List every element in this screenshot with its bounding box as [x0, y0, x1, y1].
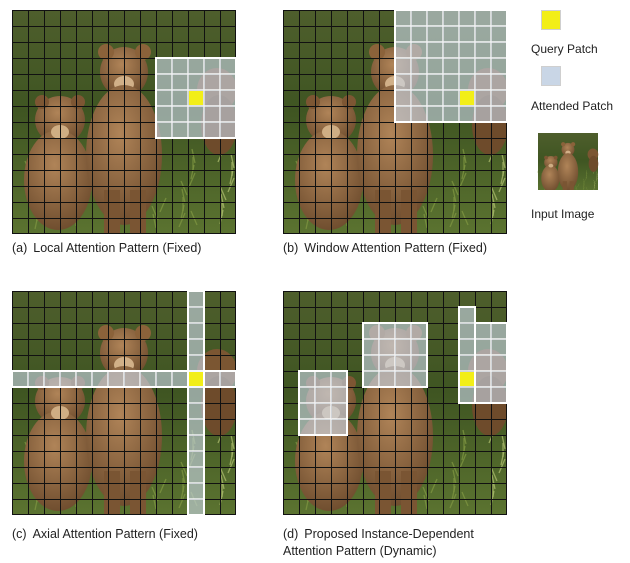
query-patch-b: [460, 91, 474, 105]
input-image-thumbnail-art: [537, 132, 599, 190]
panel-c-title: Axial Attention Pattern (Fixed): [33, 527, 198, 541]
panel-c-label: (c): [12, 527, 27, 541]
panel-d-caption: (d) Proposed Instance-Dependent Attention…: [283, 526, 474, 560]
panel-a-title: Local Attention Pattern (Fixed): [33, 241, 201, 255]
attended-region-window: [395, 10, 507, 122]
attended-region-dynamic-1: [363, 323, 427, 387]
panel-c-grid-image: [12, 291, 236, 515]
panel-d-dynamic-attention: [283, 291, 507, 515]
attended-region-dynamic-4: [475, 323, 507, 403]
query-patch-label: Query Patch: [531, 42, 598, 56]
panel-a-label: (a): [12, 241, 27, 255]
panel-d-grid-image: [283, 291, 507, 515]
panel-d-title: Proposed Instance-Dependent: [304, 527, 474, 541]
panel-b-window-attention: [283, 10, 507, 234]
input-image-label: Input Image: [531, 207, 594, 221]
attended-patch-label: Attended Patch: [531, 99, 613, 113]
panel-a-grid-image: [12, 10, 236, 234]
panel-b-label: (b): [283, 241, 298, 255]
panel-b-caption: (b) Window Attention Pattern (Fixed): [283, 240, 487, 257]
panel-b-grid-image: [283, 10, 507, 234]
panel-b-title: Window Attention Pattern (Fixed): [304, 241, 487, 255]
attended-column-axial: [188, 291, 204, 515]
attended-region-dynamic-3: [459, 307, 475, 403]
query-patch-d: [460, 372, 474, 386]
attended-patch-swatch: [541, 66, 561, 86]
panel-a-caption: (a) Local Attention Pattern (Fixed): [12, 240, 201, 257]
query-patch-a: [189, 91, 203, 105]
panel-a-local-attention: [12, 10, 236, 234]
panel-c-caption: (c) Axial Attention Pattern (Fixed): [12, 526, 198, 543]
panel-d-label: (d): [283, 527, 298, 541]
attended-region-dynamic-2: [299, 371, 347, 435]
panel-c-axial-attention: [12, 291, 236, 515]
query-patch-c: [189, 372, 203, 386]
input-image-thumbnail: [537, 132, 599, 195]
panel-d-title-line2: Attention Pattern (Dynamic): [283, 543, 474, 560]
query-patch-swatch: [541, 10, 561, 30]
